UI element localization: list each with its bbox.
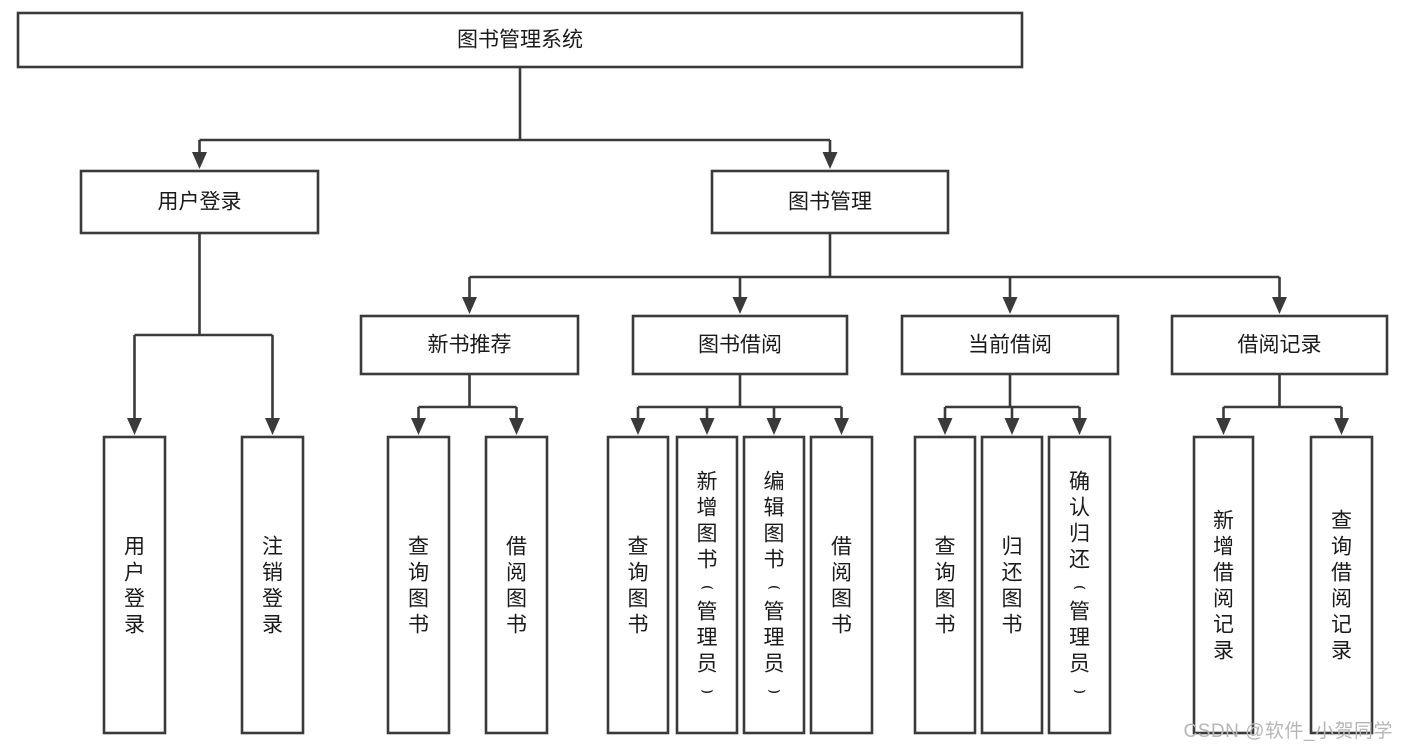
node-new-book-recommend[interactable]: 新书推荐 bbox=[359, 314, 580, 376]
node-label: 图书管理系统 bbox=[457, 29, 583, 52]
node-leaf-add-borrow-record[interactable]: 新增借阅记录 bbox=[1192, 435, 1255, 735]
arrow-head-icon bbox=[822, 152, 838, 169]
node-box[interactable] bbox=[1170, 314, 1389, 376]
arrow-head-icon bbox=[1272, 297, 1287, 314]
arrow-head-icon bbox=[766, 418, 782, 435]
node-box[interactable] bbox=[484, 435, 549, 735]
node-leaf-return-book[interactable]: 归还图书 bbox=[980, 435, 1044, 735]
node-leaf-borrow-book-rec[interactable]: 借阅图书 bbox=[484, 435, 549, 735]
node-label: 用户登录 bbox=[124, 535, 145, 636]
node-box[interactable] bbox=[606, 435, 670, 735]
node-box[interactable] bbox=[809, 435, 874, 735]
node-box[interactable] bbox=[980, 435, 1044, 735]
node-label: 编辑图书⌢管理员⌣ bbox=[764, 470, 785, 701]
node-borrow-record[interactable]: 借阅记录 bbox=[1170, 314, 1389, 376]
arrow-head-icon bbox=[1002, 297, 1018, 314]
node-user-login[interactable]: 用户登录 bbox=[79, 169, 320, 235]
node-label: 新增图书⌢管理员⌣ bbox=[697, 470, 718, 701]
edge-group-book-manage bbox=[462, 233, 1287, 314]
node-box[interactable] bbox=[79, 169, 320, 235]
node-label: 当前借阅 bbox=[968, 334, 1052, 357]
node-label: 用户登录 bbox=[158, 191, 242, 214]
arrow-head-icon bbox=[411, 418, 426, 435]
node-label: 新书推荐 bbox=[428, 334, 512, 357]
node-box[interactable] bbox=[913, 435, 977, 735]
node-box[interactable] bbox=[16, 11, 1024, 69]
arrow-head-icon bbox=[192, 152, 207, 169]
edge-group-user-login bbox=[127, 233, 280, 435]
node-leaf-user-logout[interactable]: 注销登录 bbox=[240, 435, 305, 735]
node-label: 图书借阅 bbox=[698, 334, 782, 357]
node-leaf-query-book-borrow[interactable]: 查询图书 bbox=[606, 435, 670, 735]
arrow-head-icon bbox=[834, 418, 849, 435]
arrow-head-icon bbox=[265, 418, 280, 435]
node-box[interactable] bbox=[1192, 435, 1255, 735]
node-leaf-edit-book-admin[interactable]: 编辑图书⌢管理员⌣ bbox=[742, 435, 806, 735]
arrow-head-icon bbox=[630, 418, 646, 435]
arrow-head-icon bbox=[1216, 418, 1231, 435]
node-leaf-confirm-return-admin[interactable]: 确认归还⌢管理员⌣ bbox=[1047, 435, 1112, 735]
node-label: 查询图书 bbox=[628, 535, 649, 636]
node-root[interactable]: 图书管理系统 bbox=[16, 11, 1024, 69]
node-leaf-user-login[interactable]: 用户登录 bbox=[102, 435, 167, 735]
node-leaf-add-book-admin[interactable]: 新增图书⌢管理员⌣ bbox=[675, 435, 739, 735]
node-label: 新增借阅记录 bbox=[1213, 509, 1234, 662]
edges-layer bbox=[127, 67, 1349, 435]
node-label: 查询图书 bbox=[935, 535, 956, 636]
edge-group-current-borrow bbox=[937, 374, 1087, 435]
node-box[interactable] bbox=[1047, 435, 1112, 735]
arrow-head-icon bbox=[699, 418, 715, 435]
node-current-borrow[interactable]: 当前借阅 bbox=[900, 314, 1120, 376]
arrow-head-icon bbox=[937, 418, 953, 435]
nodes-layer: 图书管理系统用户登录图书管理新书推荐图书借阅当前借阅借阅记录用户登录注销登录查询… bbox=[16, 11, 1389, 735]
node-label: 归还图书 bbox=[1002, 535, 1023, 636]
arrow-head-icon bbox=[462, 297, 477, 314]
node-label: 注销登录 bbox=[262, 535, 283, 636]
node-book-manage[interactable]: 图书管理 bbox=[710, 169, 950, 235]
arrow-head-icon bbox=[1072, 418, 1087, 435]
node-label: 查询图书 bbox=[408, 535, 429, 636]
node-box[interactable] bbox=[240, 435, 305, 735]
node-label: 借阅图书 bbox=[506, 535, 527, 636]
node-box[interactable] bbox=[742, 435, 806, 735]
node-book-borrow[interactable]: 图书借阅 bbox=[631, 314, 849, 376]
arrow-head-icon bbox=[732, 297, 748, 314]
edge-group-book-borrow bbox=[630, 374, 849, 435]
node-box[interactable] bbox=[900, 314, 1120, 376]
arrow-head-icon bbox=[1334, 418, 1349, 435]
node-leaf-borrow-book[interactable]: 借阅图书 bbox=[809, 435, 874, 735]
csdn-watermark: CSDN @软件_小贺同学 bbox=[1183, 721, 1393, 742]
node-label: 借阅图书 bbox=[831, 535, 852, 636]
node-box[interactable] bbox=[631, 314, 849, 376]
arrow-head-icon bbox=[127, 418, 142, 435]
node-leaf-query-book-rec[interactable]: 查询图书 bbox=[386, 435, 451, 735]
node-label: 借阅记录 bbox=[1238, 334, 1322, 357]
node-leaf-query-book-current[interactable]: 查询图书 bbox=[913, 435, 977, 735]
node-leaf-query-borrow-record[interactable]: 查询借阅记录 bbox=[1309, 435, 1374, 735]
node-label: 图书管理 bbox=[788, 191, 872, 214]
edge-group-borrow-record bbox=[1216, 374, 1349, 435]
arrow-head-icon bbox=[1004, 418, 1020, 435]
node-box[interactable] bbox=[1309, 435, 1374, 735]
node-box[interactable] bbox=[710, 169, 950, 235]
node-box[interactable] bbox=[102, 435, 167, 735]
edge-group-root bbox=[192, 67, 838, 169]
edge-group-new-book-recommend bbox=[411, 374, 524, 435]
arrow-head-icon bbox=[509, 418, 524, 435]
node-box[interactable] bbox=[386, 435, 451, 735]
node-label: 确认归还⌢管理员⌣ bbox=[1069, 470, 1090, 701]
node-label: 查询借阅记录 bbox=[1331, 509, 1352, 662]
node-box[interactable] bbox=[675, 435, 739, 735]
node-box[interactable] bbox=[359, 314, 580, 376]
